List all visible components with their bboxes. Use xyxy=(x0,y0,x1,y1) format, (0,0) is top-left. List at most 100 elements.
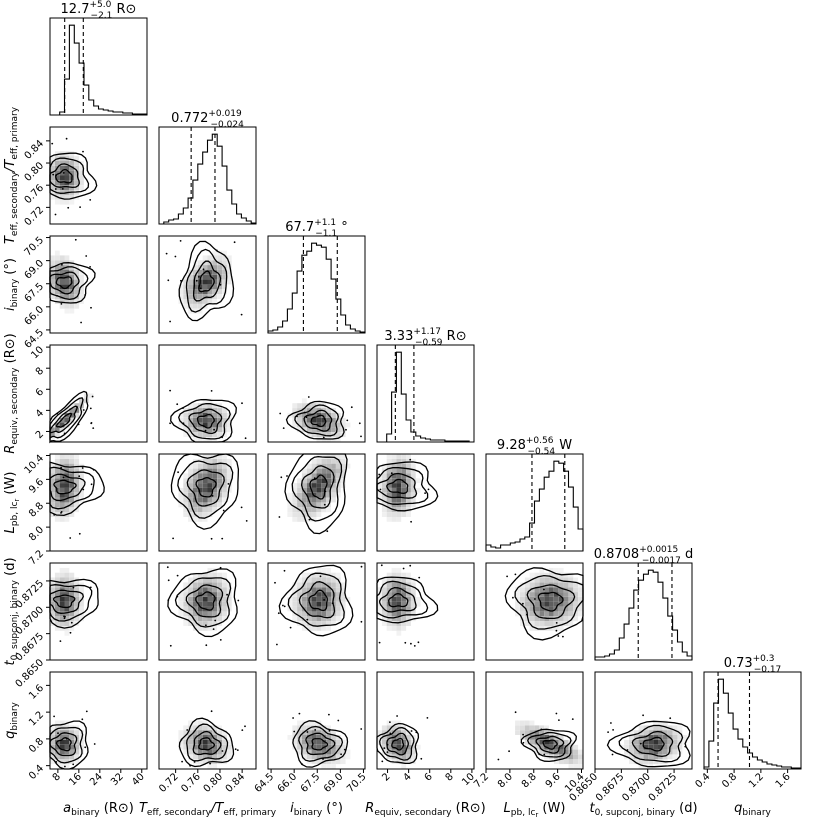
density-cell xyxy=(662,754,668,760)
contour-level xyxy=(177,460,234,519)
density-cell xyxy=(381,487,387,493)
density-cell xyxy=(391,572,397,578)
density-cell xyxy=(79,601,84,607)
density-cell xyxy=(64,308,70,314)
density-cell xyxy=(335,735,341,740)
density-cell xyxy=(54,754,60,760)
density-cell xyxy=(50,749,55,755)
density-cell xyxy=(50,294,55,299)
density-cell xyxy=(321,567,327,573)
panel-frame xyxy=(485,562,584,661)
contour-level xyxy=(167,568,238,638)
density-cell xyxy=(212,601,218,607)
sample-point xyxy=(283,569,286,572)
density-cell xyxy=(539,577,545,583)
contour-level xyxy=(174,577,232,628)
density-cell xyxy=(59,299,65,304)
density-cell xyxy=(311,611,317,617)
sample-point xyxy=(328,713,330,716)
density-cell xyxy=(178,289,184,295)
density-cell xyxy=(59,468,65,474)
density-cell xyxy=(301,572,307,578)
density-cell xyxy=(74,754,80,760)
density-panel-t0-vs-l xyxy=(485,562,584,661)
density-cell xyxy=(222,412,227,418)
density-cell xyxy=(386,473,392,479)
density-cell xyxy=(391,577,397,583)
density-cell xyxy=(207,744,213,750)
density-cell xyxy=(306,507,312,513)
density-cell xyxy=(316,478,322,484)
density-cell xyxy=(624,744,629,750)
density-cell xyxy=(207,611,213,617)
sample-point xyxy=(81,718,84,721)
density-cell xyxy=(192,284,198,290)
density-cell xyxy=(222,754,227,760)
density-cell xyxy=(401,572,407,578)
density-cell xyxy=(406,616,411,622)
density-cell xyxy=(222,749,227,755)
density-cell xyxy=(331,468,336,474)
density-cell xyxy=(212,294,218,299)
contour-level xyxy=(287,572,345,627)
sample-point xyxy=(326,530,329,533)
density-cell xyxy=(667,725,673,731)
density-cell xyxy=(69,730,75,735)
density-cell xyxy=(316,577,322,583)
density-cell xyxy=(188,754,193,760)
density-cell xyxy=(406,468,411,474)
sample-point xyxy=(57,732,59,735)
density-cell xyxy=(50,463,55,469)
x-tick-label: 8 xyxy=(51,771,63,783)
contour-level xyxy=(376,722,420,765)
density-cell xyxy=(381,483,387,488)
density-cell xyxy=(396,592,402,597)
density-cell xyxy=(59,735,65,740)
density-cell xyxy=(391,621,397,626)
density-cell xyxy=(401,502,407,508)
density-cell xyxy=(212,735,218,740)
density-cell xyxy=(386,512,392,517)
density-cell xyxy=(321,735,327,740)
panel-frame xyxy=(594,671,693,770)
density-cell xyxy=(54,289,60,295)
density-cell xyxy=(410,749,416,755)
density-cell xyxy=(529,621,535,626)
density-cell xyxy=(573,577,579,583)
density-cell xyxy=(549,626,554,631)
density-cell xyxy=(406,577,411,583)
sample-point xyxy=(240,506,243,509)
density-cell xyxy=(188,749,193,755)
density-cell xyxy=(306,582,312,588)
density-cell xyxy=(297,577,302,583)
sample-point xyxy=(322,758,324,760)
density-cell xyxy=(396,483,402,488)
density-cell xyxy=(226,587,232,593)
density-cell xyxy=(391,611,397,617)
sample-point xyxy=(360,435,362,438)
y-tick-label: 0.8 xyxy=(27,736,46,755)
sample-point xyxy=(427,488,430,491)
density-cell xyxy=(306,601,312,607)
density-cell xyxy=(391,592,397,597)
density-cell xyxy=(396,497,402,503)
density-cell xyxy=(326,458,331,464)
sample-point xyxy=(607,731,609,733)
density-cell xyxy=(326,567,331,573)
density-cell xyxy=(50,483,55,488)
density-cell xyxy=(321,412,327,418)
density-cell xyxy=(340,422,346,428)
density-cell xyxy=(396,492,402,498)
density-cell xyxy=(188,744,193,750)
density-cell xyxy=(222,739,227,745)
density-cell xyxy=(321,582,327,588)
density-cell xyxy=(386,582,392,588)
contour-level xyxy=(55,169,73,184)
density-cell xyxy=(74,403,80,408)
density-cell xyxy=(386,735,392,740)
density-cell xyxy=(188,463,193,469)
density-cell xyxy=(59,422,65,428)
density-panel-t0-vs-t xyxy=(158,562,257,661)
sample-point xyxy=(415,731,418,734)
density-cell xyxy=(524,587,530,593)
